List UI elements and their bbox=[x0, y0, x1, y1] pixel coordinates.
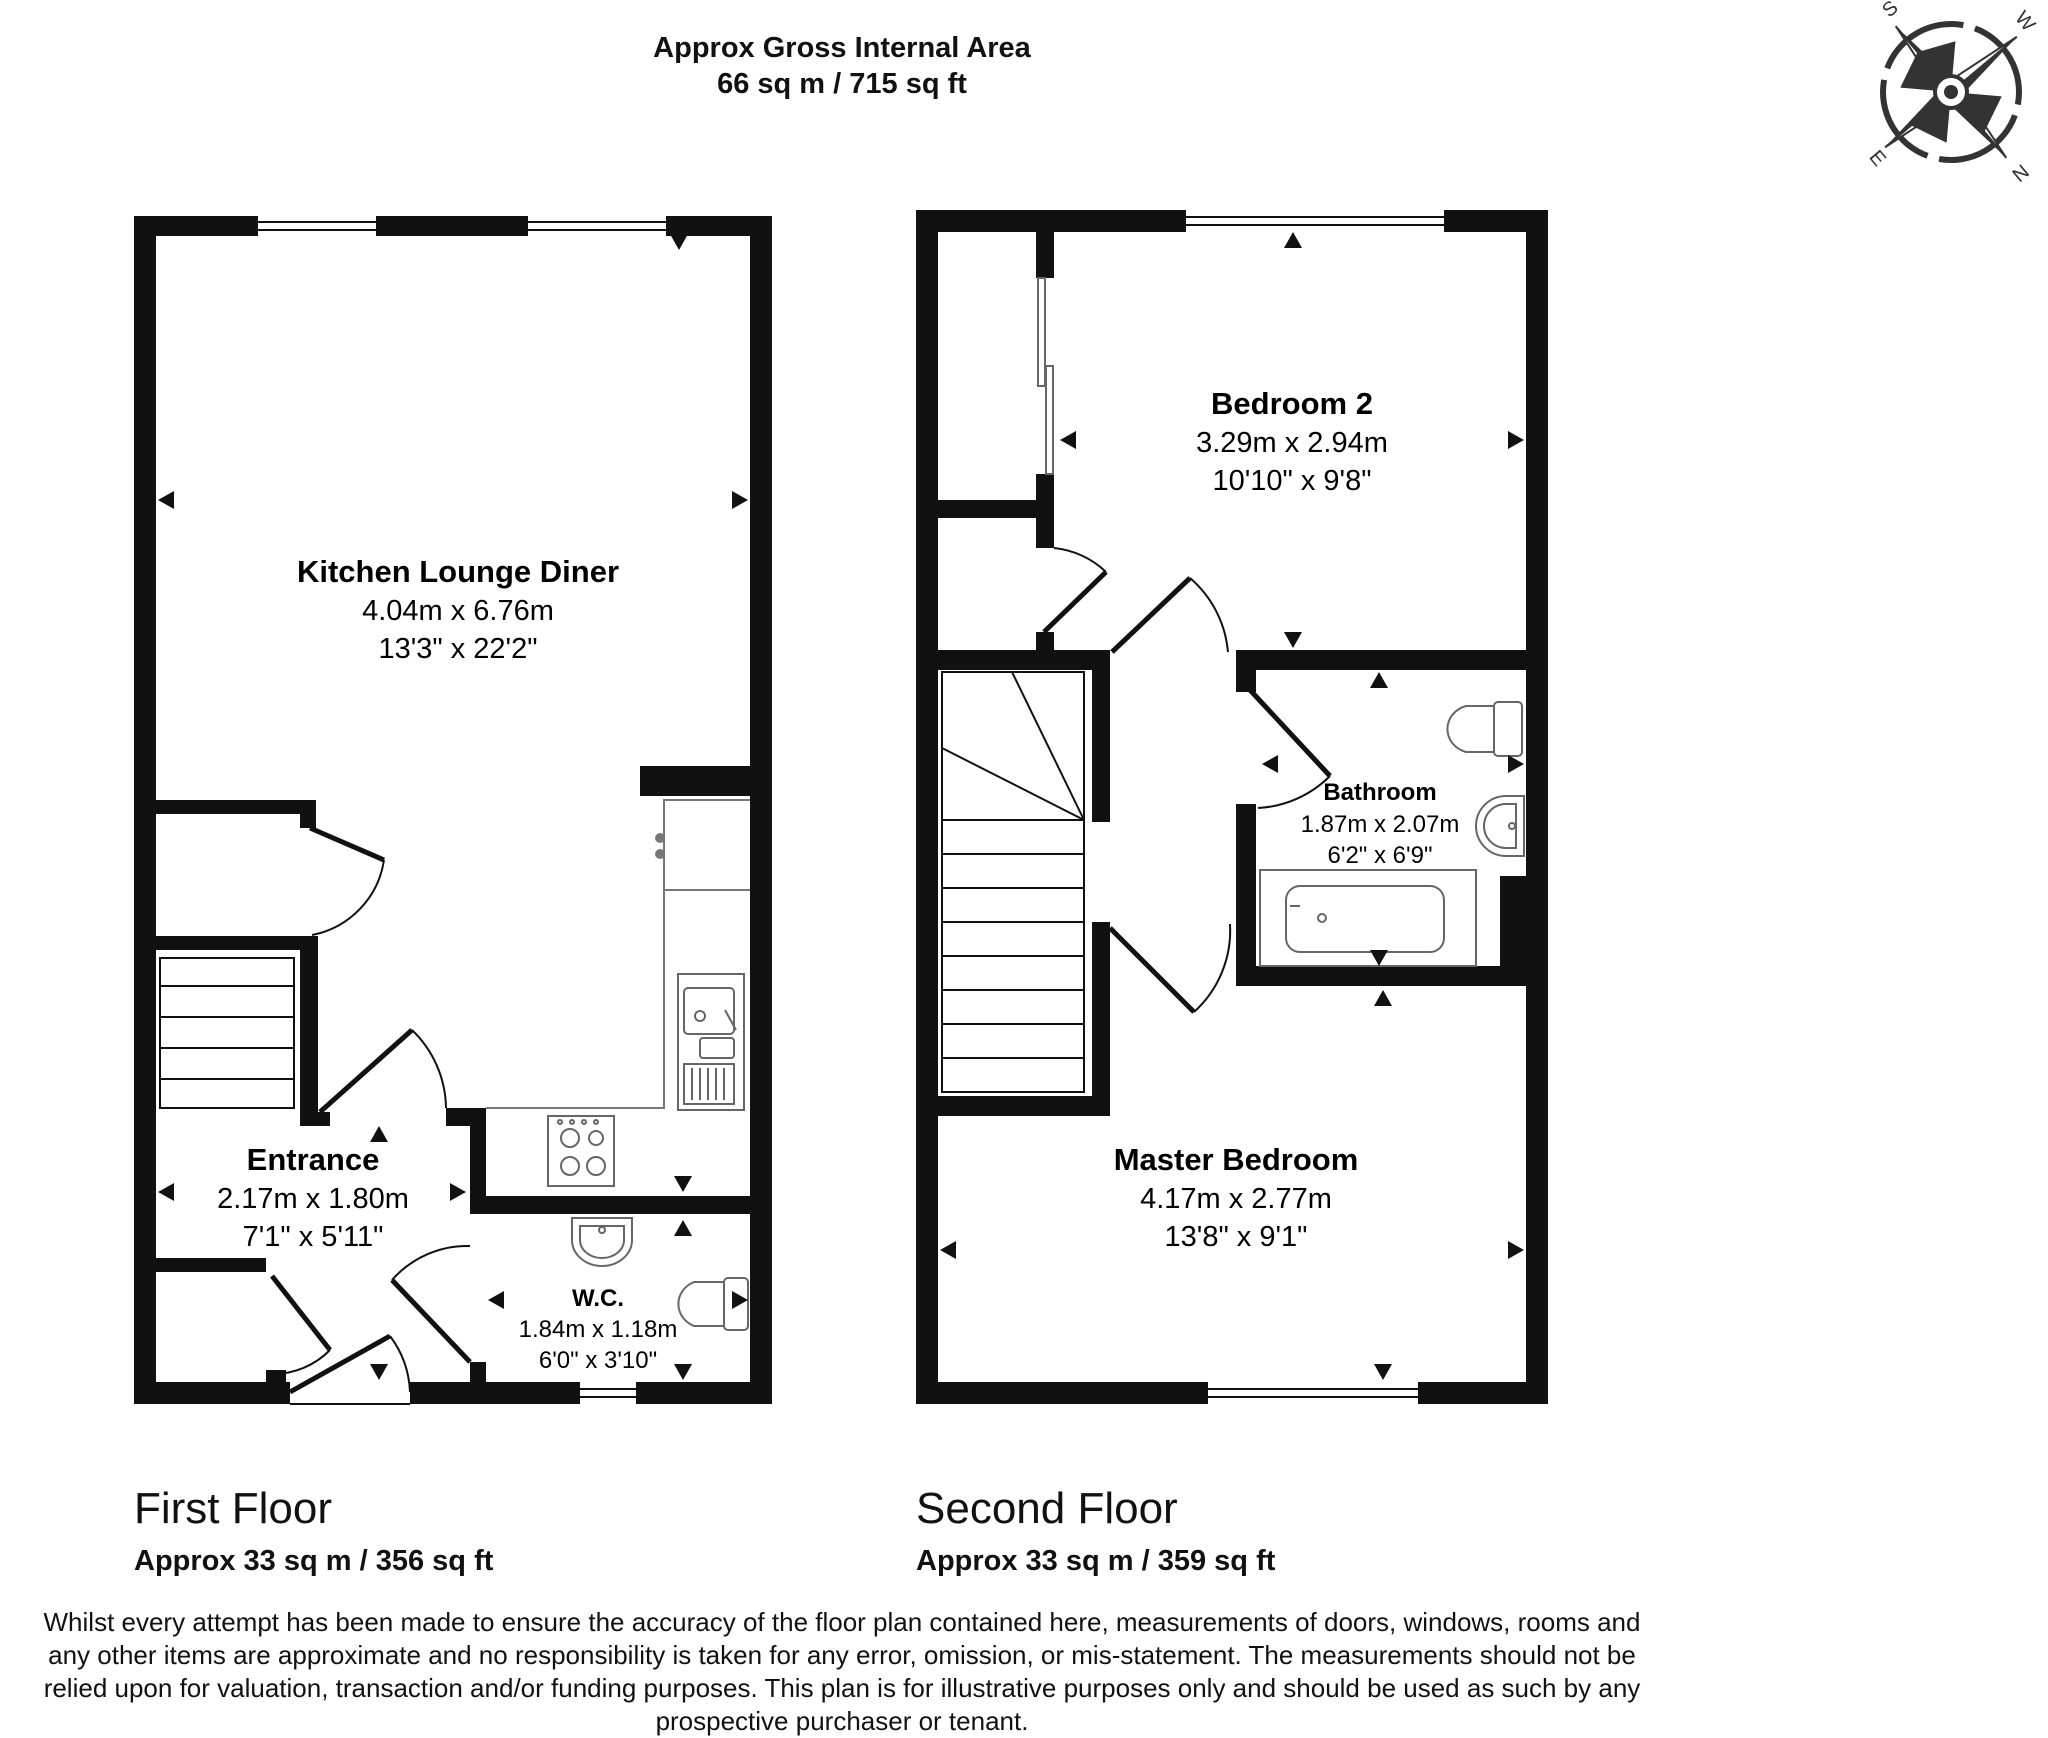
room-name-bathroom: Bathroom bbox=[1323, 779, 1436, 806]
room-name-entrance: Entrance bbox=[247, 1142, 380, 1177]
compass-e-label: E bbox=[1865, 146, 1890, 170]
room-metric-entrance: 2.17m x 1.80m bbox=[217, 1183, 409, 1215]
gia-title: Approx Gross Internal Area bbox=[653, 32, 1031, 64]
bathroom-basin-icon bbox=[1475, 795, 1525, 857]
first-floor-windows bbox=[258, 216, 666, 1405]
room-metric-wc: 1.84m x 1.18m bbox=[519, 1316, 678, 1343]
bathroom-toilet-icon bbox=[1446, 701, 1523, 757]
room-name-bedroom-2: Bedroom 2 bbox=[1211, 386, 1373, 421]
first-floor-stairs bbox=[159, 957, 295, 1109]
room-metric-master-bedroom: 4.17m x 2.77m bbox=[1140, 1183, 1332, 1215]
first-floor-area: Approx 33 sq m / 356 sq ft bbox=[134, 1545, 494, 1577]
second-floor-area: Approx 33 sq m / 359 sq ft bbox=[916, 1545, 1276, 1577]
second-floor-internal-walls bbox=[938, 232, 1548, 1116]
room-imperial-bathroom: 6'2" x 6'9" bbox=[1328, 842, 1433, 869]
room-metric-bathroom: 1.87m x 2.07m bbox=[1301, 811, 1460, 838]
room-metric-bedroom-2: 3.29m x 2.94m bbox=[1196, 427, 1388, 459]
second-floor-dimension-arrows bbox=[940, 232, 1524, 1380]
wardrobe-sliding-doors bbox=[1037, 277, 1054, 475]
disclaimer-line: Whilst every attempt has been made to en… bbox=[43, 1607, 1641, 1637]
room-name-wc: W.C. bbox=[572, 1285, 624, 1312]
kitchen-sink-icon bbox=[677, 973, 745, 1111]
disclaimer-text: Whilst every attempt has been made to en… bbox=[0, 1606, 1684, 1738]
compass-w-label: W bbox=[2010, 7, 2039, 36]
room-name-kitchen-lounge-diner: Kitchen Lounge Diner bbox=[297, 554, 619, 589]
kitchen-units bbox=[486, 799, 750, 1109]
second-floor-windows bbox=[1186, 210, 1444, 1404]
room-imperial-kitchen-lounge-diner: 13'3" x 22'2" bbox=[378, 633, 537, 665]
room-name-master-bedroom: Master Bedroom bbox=[1114, 1142, 1359, 1177]
second-floor-title: Second Floor bbox=[916, 1484, 1178, 1533]
first-floor-internal-walls bbox=[156, 766, 750, 1384]
second-floor-plan: Bedroom 2 3.29m x 2.94m 10'10" x 9'8" Ba… bbox=[916, 210, 1548, 1404]
compass-s-label: S bbox=[1878, 0, 1902, 22]
hob-icon bbox=[547, 1115, 615, 1187]
compass-n-label: N bbox=[2009, 161, 2034, 187]
disclaimer-line: prospective purchaser or tenant. bbox=[655, 1706, 1029, 1736]
disclaimer-line: relied upon for valuation, transaction a… bbox=[43, 1673, 1641, 1703]
room-imperial-wc: 6'0" x 3'10" bbox=[539, 1347, 657, 1374]
room-metric-kitchen-lounge-diner: 4.04m x 6.76m bbox=[362, 595, 554, 627]
gia-value: 66 sq m / 715 sq ft bbox=[717, 68, 967, 100]
first-floor-title: First Floor bbox=[134, 1484, 332, 1533]
first-floor-plan: Kitchen Lounge Diner 4.04m x 6.76m 13'3"… bbox=[134, 216, 772, 1405]
first-floor-dimension-arrows bbox=[158, 234, 748, 1380]
second-floor-doors bbox=[1042, 547, 1332, 1014]
room-imperial-entrance: 7'1" x 5'11" bbox=[243, 1221, 384, 1253]
first-floor-doors bbox=[270, 825, 472, 1395]
room-imperial-master-bedroom: 13'8" x 9'1" bbox=[1165, 1221, 1308, 1253]
wc-basin-icon bbox=[571, 1217, 633, 1267]
disclaimer-line: any other items are approximate and no r… bbox=[48, 1640, 1636, 1670]
compass-rose-icon: S W N E bbox=[1865, 0, 2040, 187]
second-floor-stairs bbox=[941, 671, 1085, 1093]
gross-internal-area-heading: Approx Gross Internal Area 66 sq m / 715… bbox=[0, 30, 1684, 102]
room-imperial-bedroom-2: 10'10" x 9'8" bbox=[1212, 465, 1371, 497]
bath-tub-icon bbox=[1259, 869, 1477, 967]
